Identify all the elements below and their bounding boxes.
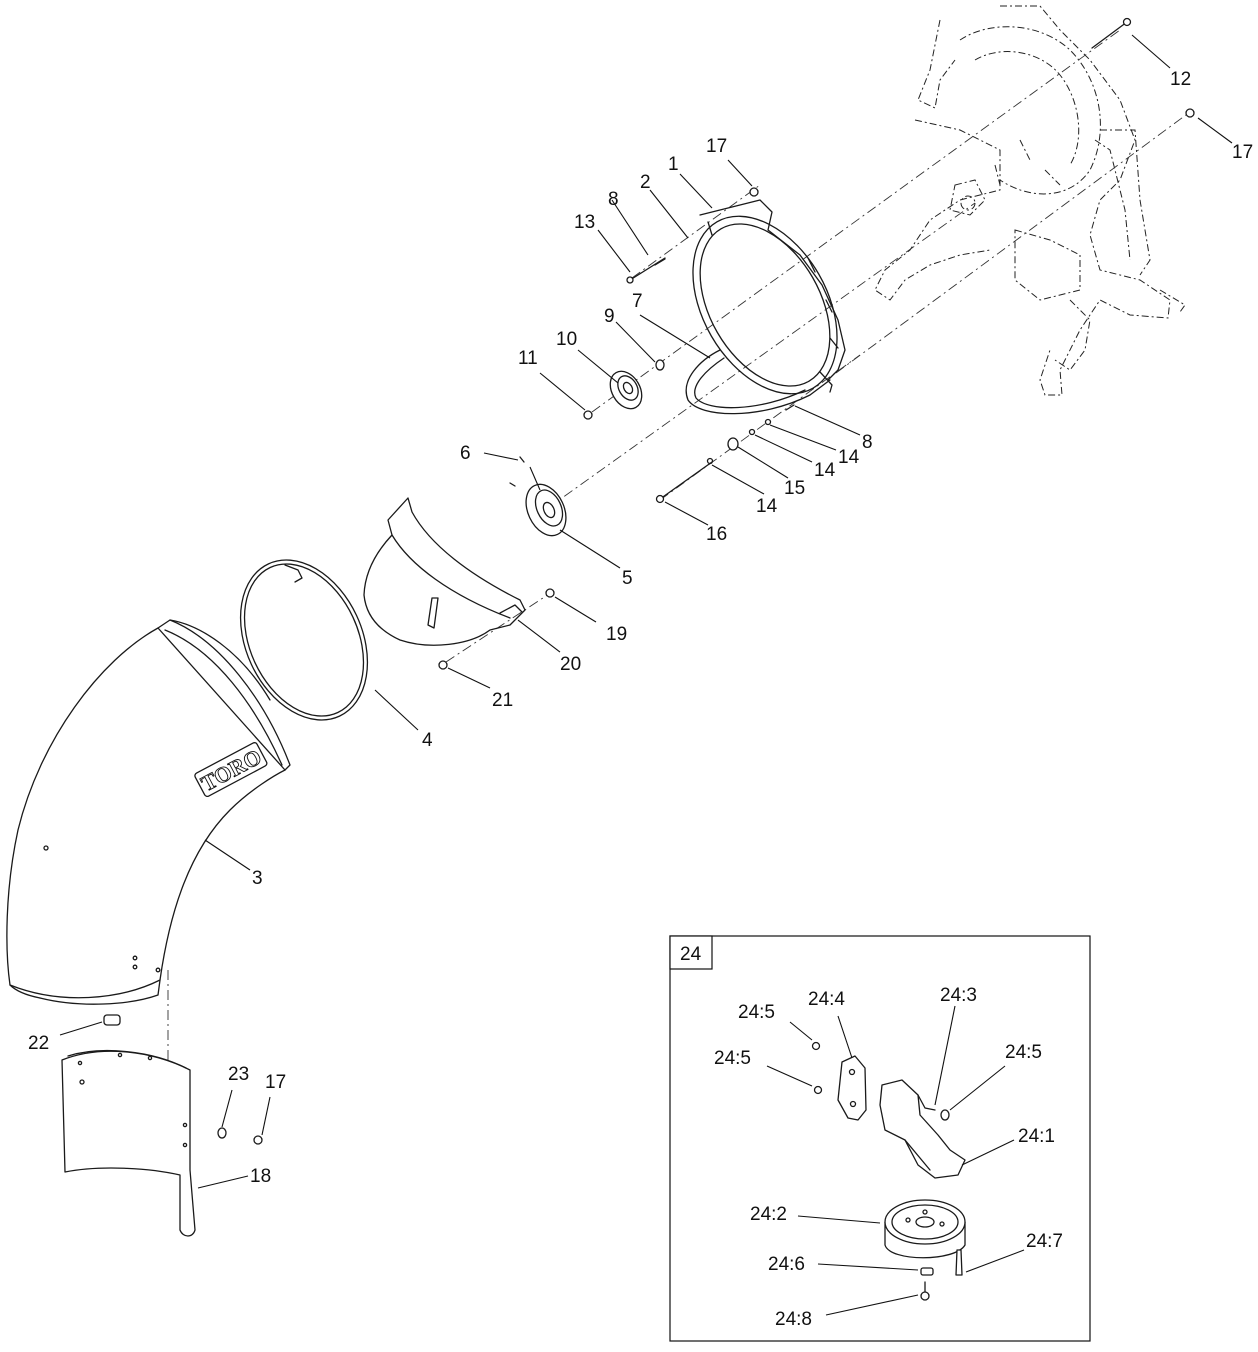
part-20-shield — [363, 497, 526, 646]
callout-10: 10 — [556, 329, 577, 350]
callout-8-top: 8 — [608, 189, 619, 210]
callout-19: 19 — [606, 624, 627, 645]
frame-phantom — [874, 5, 1186, 396]
callout-24-3: 24:3 — [940, 985, 977, 1006]
callout-17-top: 17 — [706, 136, 727, 157]
callout-12: 12 — [1170, 69, 1191, 90]
hardware-fasteners — [438, 17, 1195, 670]
callout-11: 11 — [518, 348, 538, 369]
part-24-3-bracket — [879, 1079, 966, 1179]
callout-18: 18 — [250, 1166, 271, 1187]
callout-17-lower: 17 — [265, 1072, 286, 1093]
part-24-4-plate — [837, 1055, 867, 1121]
callout-6: 6 — [460, 443, 471, 464]
callout-14-a: 14 — [838, 447, 860, 468]
callout-15: 15 — [784, 478, 805, 499]
part-4-clamp-band — [239, 559, 369, 721]
callout-16: 16 — [706, 524, 727, 545]
callout-24-5-a: 24:5 — [738, 1002, 775, 1023]
callout-4: 4 — [422, 730, 433, 751]
inset-24-detail: 24 — [669, 935, 1091, 1342]
callout-8-lower: 8 — [862, 432, 873, 453]
callout-17-right: 17 — [1232, 142, 1253, 163]
callout-7: 7 — [632, 291, 643, 312]
callout-22: 22 — [28, 1033, 49, 1054]
callout-24-2: 24:2 — [750, 1204, 787, 1225]
part-22-pin — [103, 1014, 121, 1026]
callout-24-7: 24:7 — [1026, 1231, 1063, 1252]
callout-13: 13 — [574, 212, 595, 233]
callout-24-5-b: 24:5 — [714, 1048, 751, 1069]
part-10-idler-pulley — [609, 370, 643, 410]
part-18-deflector — [61, 1050, 263, 1237]
callout-2: 2 — [640, 172, 651, 193]
callout-24-6: 24:6 — [768, 1254, 805, 1275]
callout-21: 21 — [492, 690, 513, 711]
part-24-2-pulley — [884, 1199, 966, 1259]
callout-24-4: 24:4 — [808, 989, 845, 1010]
callout-1: 1 — [668, 154, 679, 175]
part-1-housing-ring — [692, 199, 846, 395]
callout-14-b: 14 — [814, 460, 836, 481]
callout-14-c: 14 — [756, 496, 778, 517]
leader-lines — [59, 34, 1233, 1189]
part-5-pulley — [525, 483, 567, 537]
callout-24-8: 24:8 — [775, 1309, 812, 1330]
callout-labels: 1 2 17 8 13 7 9 10 11 6 5 19 20 21 4 3 8… — [28, 69, 1253, 1187]
part-3-discharge-chute: TORO — [6, 619, 291, 1005]
callout-24-5-c: 24:5 — [1005, 1042, 1042, 1063]
inset-title: 24 — [680, 944, 702, 965]
part-7-bracket — [685, 349, 833, 415]
callout-5: 5 — [622, 568, 633, 589]
callout-20: 20 — [560, 654, 581, 675]
callout-9: 9 — [604, 306, 615, 327]
callout-3: 3 — [252, 868, 263, 889]
callout-24-1: 24:1 — [1018, 1126, 1055, 1147]
callout-23: 23 — [228, 1064, 249, 1085]
